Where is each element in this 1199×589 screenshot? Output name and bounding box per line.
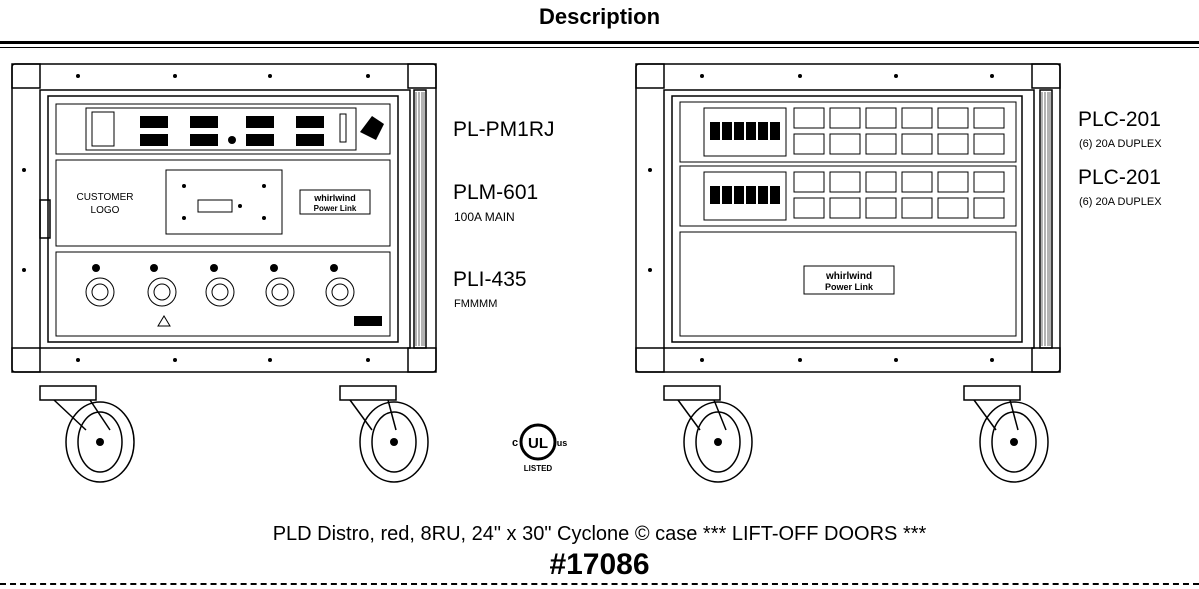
brand-logo-rear-line1: whirlwind	[825, 271, 872, 282]
header-rule-thin	[0, 47, 1199, 48]
rear-rack-drawing: whirlwind Power Link	[635, 63, 1061, 483]
svg-text:us: us	[557, 438, 568, 448]
rear-panel-desc-2: (6) 20A DUPLEX	[1079, 196, 1162, 208]
panel-model-1: PL-PM1RJ	[453, 118, 555, 141]
brand-logo-rear-line2: Power Link	[825, 282, 874, 292]
product-caption: PLD Distro, red, 8RU, 24" x 30" Cyclone …	[272, 523, 927, 545]
panel-model-3: PLI-435	[453, 268, 527, 291]
front-rack-drawing: CUSTOMER LOGO whirlwind Power Link	[11, 63, 437, 483]
page-title: Description	[538, 4, 661, 29]
rear-panel-model-1: PLC-201	[1078, 108, 1161, 131]
part-number: #17086	[549, 548, 650, 581]
panel-model-2: PLM-601	[453, 181, 539, 204]
panel-desc-2: 100A MAIN	[454, 210, 515, 224]
footer-dashed-rule	[0, 583, 1199, 585]
rear-panel-desc-1: (6) 20A DUPLEX	[1079, 138, 1162, 150]
svg-text:UL: UL	[528, 435, 548, 452]
customer-logo-line2: LOGO	[91, 205, 120, 216]
brand-logo-line2: Power Link	[314, 204, 357, 213]
svg-text:LISTED: LISTED	[524, 464, 553, 473]
rear-panel-model-2: PLC-201	[1078, 166, 1161, 189]
panel-desc-3: FMMMM	[454, 298, 498, 310]
header-rule	[0, 41, 1199, 44]
svg-text:c: c	[512, 437, 518, 449]
customer-logo-line1: CUSTOMER	[76, 192, 133, 203]
ul-listed-mark: UL c us LISTED	[512, 423, 568, 473]
brand-logo-line1: whirlwind	[313, 193, 356, 203]
